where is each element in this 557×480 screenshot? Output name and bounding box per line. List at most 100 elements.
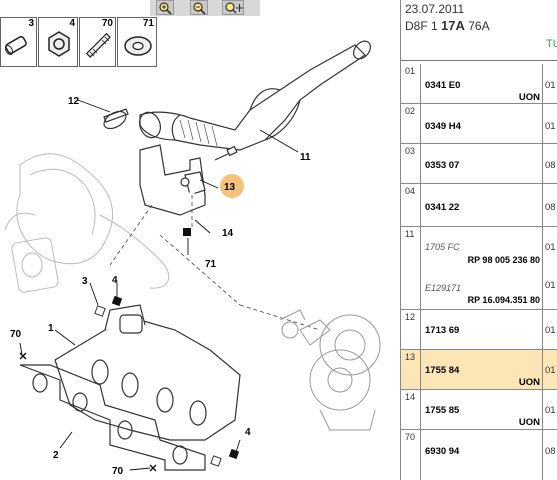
stud-icon — [85, 32, 111, 58]
table-row[interactable]: 14 1755 85 UON 01 — [401, 390, 557, 430]
part-qty: 01 — [545, 280, 556, 291]
row-index-cell: 03 — [401, 144, 421, 183]
row-index: 04 — [405, 186, 416, 196]
spacer-sleeve-icon — [4, 36, 27, 56]
part-qty: 01 — [545, 365, 556, 376]
callout-label[interactable]: 4 — [112, 275, 118, 286]
row-index: 12 — [405, 312, 416, 322]
table-row-selected[interactable]: 13 1755 84 UON 01 — [401, 350, 557, 390]
zoom-toolbar — [150, 0, 260, 16]
exploded-parts-diagram[interactable]: 3 4 70 71 — [0, 0, 400, 480]
part-qty-cell: 01 — [542, 64, 556, 103]
row-index: 13 — [405, 352, 416, 362]
variant-reference[interactable]: RP 16.094.351 80 — [467, 295, 540, 305]
thumbnail-label: 70 — [101, 18, 113, 29]
part-reference[interactable]: 0341 22 — [425, 202, 460, 213]
header-tag: TU — [546, 38, 557, 50]
part-qty: 01 — [545, 405, 556, 416]
parts-list-panel: 23.07.2011 D8F 1 17A 76A TU 01 0341 E0 U… — [400, 0, 557, 480]
part-qty: 01 — [545, 325, 556, 336]
pan-zoom-button[interactable] — [222, 0, 244, 15]
model-suffix: 76A — [468, 19, 490, 33]
part-reference[interactable]: 6930 94 — [425, 446, 460, 457]
variant-reference[interactable]: RP 98 005 236 80 — [467, 255, 540, 265]
part-qty: 01 — [545, 80, 556, 91]
part-qty: 08 — [545, 202, 556, 213]
callout-label[interactable]: 14 — [222, 228, 234, 239]
callout-label[interactable]: 11 — [300, 152, 311, 163]
callout-label[interactable]: 71 — [205, 259, 217, 270]
thumbnail-part[interactable]: 70 — [79, 17, 116, 67]
row-index: 01 — [405, 66, 416, 76]
callout-label[interactable]: 70 — [112, 466, 124, 477]
exhaust-exploded-view: 12 11 13 14 71 3 4 1 70 2 70 4 — [4, 40, 381, 477]
callout-label[interactable]: 70 — [10, 329, 22, 340]
thumbnail-label: 4 — [69, 18, 75, 29]
thumbnail-part[interactable]: 3 — [0, 17, 37, 67]
table-row[interactable]: 02 0349 H4 01 — [401, 104, 557, 144]
variant-label: 1705 FC — [425, 242, 460, 252]
row-index-cell: 13 — [401, 350, 421, 389]
row-index-cell: 02 — [401, 104, 421, 143]
table-row[interactable]: 70 6930 94 08 — [401, 430, 557, 480]
part-reference[interactable]: 0341 E0 — [425, 80, 461, 91]
callout-label[interactable]: 3 — [82, 276, 88, 287]
row-index: 11 — [405, 229, 415, 239]
zoom-out-button[interactable] — [190, 0, 208, 15]
part-qty: 08 — [545, 160, 556, 171]
part-uon: UON — [518, 377, 540, 388]
part-reference[interactable]: 0353 07 — [425, 160, 460, 171]
header-model: D8F 1 17A 76A — [405, 18, 490, 33]
variant-label: E129171 — [425, 283, 462, 293]
header-date: 23.07.2011 — [405, 2, 465, 16]
header-divider — [401, 60, 557, 61]
thumbnail-part[interactable]: 71 — [117, 17, 157, 67]
part-qty: 01 — [545, 121, 556, 132]
row-index: 02 — [405, 106, 416, 116]
callout-label[interactable]: 13 — [224, 182, 236, 193]
row-index-cell: 11 — [401, 227, 421, 309]
thumbnail-label: 3 — [28, 18, 34, 29]
thumbnail-part[interactable]: 4 — [38, 17, 78, 67]
row-index: 14 — [405, 392, 416, 402]
table-row[interactable]: 04 0341 22 08 — [401, 184, 557, 227]
callout-label[interactable]: 2 — [53, 450, 59, 461]
part-uon: UON — [518, 92, 540, 103]
zoom-in-button[interactable] — [156, 0, 174, 15]
part-qty-cell: 01 01 — [542, 227, 556, 309]
part-qty-cell: 01 — [542, 310, 556, 349]
highlight-badge[interactable] — [220, 174, 244, 198]
part-qty-cell: 08 — [542, 144, 556, 183]
part-reference[interactable]: 1713 69 — [425, 325, 460, 336]
part-uon: UON — [518, 417, 540, 428]
model-bold: 17A — [441, 18, 465, 33]
table-row[interactable]: 03 0353 07 08 — [401, 144, 557, 184]
table-row[interactable]: 01 0341 E0 UON 01 — [401, 64, 557, 104]
part-qty-cell: 01 — [542, 350, 556, 389]
row-index-cell: 14 — [401, 390, 421, 429]
part-reference[interactable]: 0349 H4 — [425, 121, 461, 132]
callout-label[interactable]: 4 — [245, 427, 251, 438]
part-qty-cell: 01 — [542, 104, 556, 143]
part-qty: 01 — [545, 242, 556, 253]
part-qty: 08 — [545, 446, 556, 457]
model-prefix: D8F 1 — [405, 19, 438, 33]
callout-label[interactable]: 1 — [48, 323, 54, 334]
row-index-cell: 70 — [401, 430, 421, 480]
row-index-cell: 12 — [401, 310, 421, 349]
callout-label[interactable]: 12 — [68, 96, 80, 107]
row-index-cell: 01 — [401, 64, 421, 103]
nut-icon — [48, 31, 70, 57]
part-qty-cell: 08 — [542, 184, 556, 226]
row-index-cell: 04 — [401, 184, 421, 226]
part-qty-cell: 08 — [542, 430, 556, 480]
table-row[interactable]: 11 1705 FC RP 98 005 236 80 E129171 RP 1… — [401, 227, 557, 310]
thumbnail-label: 71 — [142, 18, 154, 29]
row-index: 03 — [405, 146, 416, 156]
part-reference[interactable]: 1755 84 — [425, 365, 460, 376]
table-row[interactable]: 12 1713 69 01 — [401, 310, 557, 350]
row-index: 70 — [405, 432, 416, 442]
washer-icon — [124, 36, 152, 56]
part-qty-cell: 01 — [542, 390, 556, 429]
part-reference[interactable]: 1755 85 — [425, 405, 460, 416]
